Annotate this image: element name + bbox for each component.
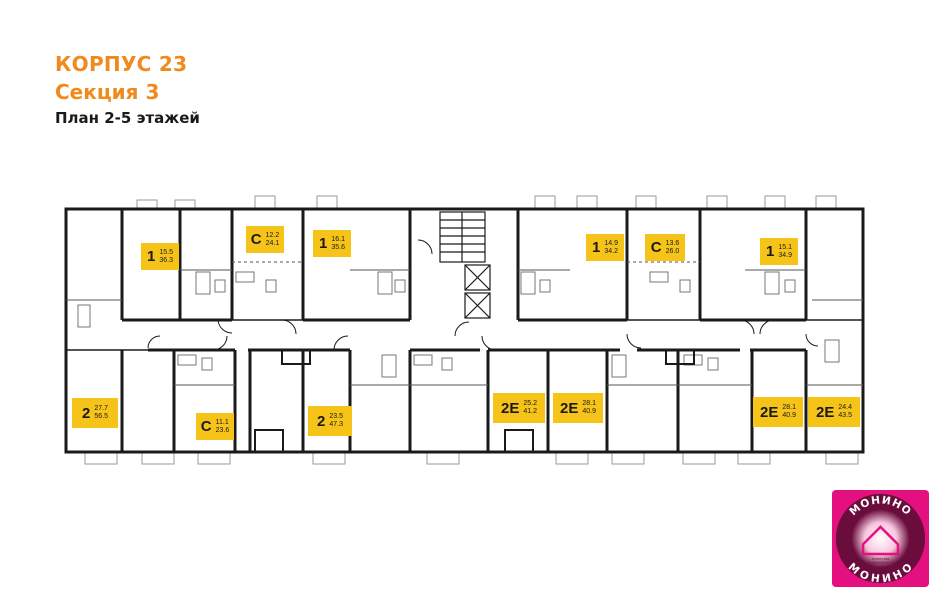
total-area: 34.2 <box>604 247 618 255</box>
living-area: 13.6 <box>665 239 680 247</box>
total-area: 40.9 <box>582 408 596 415</box>
living-area: 12.2 <box>265 231 280 239</box>
stair-core <box>439 211 491 319</box>
living-area: 15.5 <box>159 248 173 256</box>
building-title: КОРПУС 23 <box>55 52 188 76</box>
total-area: 41.2 <box>523 408 537 415</box>
living-area: 15.1 <box>778 243 792 251</box>
total-area: 36.3 <box>159 256 173 264</box>
apartment-type: С <box>650 239 662 256</box>
balconies-top <box>136 195 837 210</box>
logo-tagline-1: Агентство <box>872 557 890 561</box>
apartment-type: 2Е <box>816 403 835 421</box>
section-title: Секция 3 <box>55 80 160 104</box>
living-area: 11.1 <box>215 418 229 426</box>
living-area: 28.1 <box>782 404 796 411</box>
total-area: 24.1 <box>265 239 280 247</box>
corridor-walls <box>66 209 863 452</box>
door-swings <box>147 239 819 351</box>
living-area: 14.9 <box>604 239 618 247</box>
apartment-type: 2 <box>82 404 91 422</box>
living-area: 16.1 <box>331 235 345 243</box>
title-block: КОРПУС 23 Секция 3 План 2-5 этажей <box>55 50 200 130</box>
total-area: 56.5 <box>94 413 108 420</box>
total-area: 40.9 <box>782 412 796 419</box>
apartment-type: С <box>200 418 212 435</box>
total-area: 47.3 <box>329 421 343 428</box>
bathroom-fixtures <box>77 271 840 378</box>
living-area: 24.4 <box>838 404 852 411</box>
apartment-type: 1 <box>147 248 156 265</box>
apartment-type: 2Е <box>501 399 520 417</box>
total-area: 26.0 <box>665 247 680 255</box>
apartment-type: 2 <box>317 412 326 430</box>
apartment-type: 1 <box>319 235 328 252</box>
total-area: 23.6 <box>215 426 230 434</box>
apartment-type: 2Е <box>560 399 579 417</box>
agency-logo: МОНИНО МОНИНО Агентство недвижимости <box>832 490 929 587</box>
interior-partitions <box>66 261 863 386</box>
apartment-type: 2Е <box>760 403 779 421</box>
floors-subtitle: План 2-5 этажей <box>55 109 200 127</box>
living-area: 23.5 <box>329 413 343 420</box>
living-area: 27.7 <box>94 405 108 412</box>
small-rooms <box>254 349 695 453</box>
total-area: 34.9 <box>778 251 792 259</box>
apartment-type: 1 <box>592 239 601 256</box>
house-icon <box>861 525 900 556</box>
balconies-bottom <box>84 451 859 465</box>
apartment-type: С <box>250 231 262 248</box>
living-area: 25.2 <box>523 400 537 407</box>
living-area: 28.1 <box>582 400 596 407</box>
outer-wall <box>64 207 865 454</box>
logo-tagline-2: недвижимости <box>868 561 894 565</box>
apartment-type: 1 <box>766 243 775 260</box>
total-area: 43.5 <box>838 412 852 419</box>
total-area: 35.6 <box>331 243 345 251</box>
